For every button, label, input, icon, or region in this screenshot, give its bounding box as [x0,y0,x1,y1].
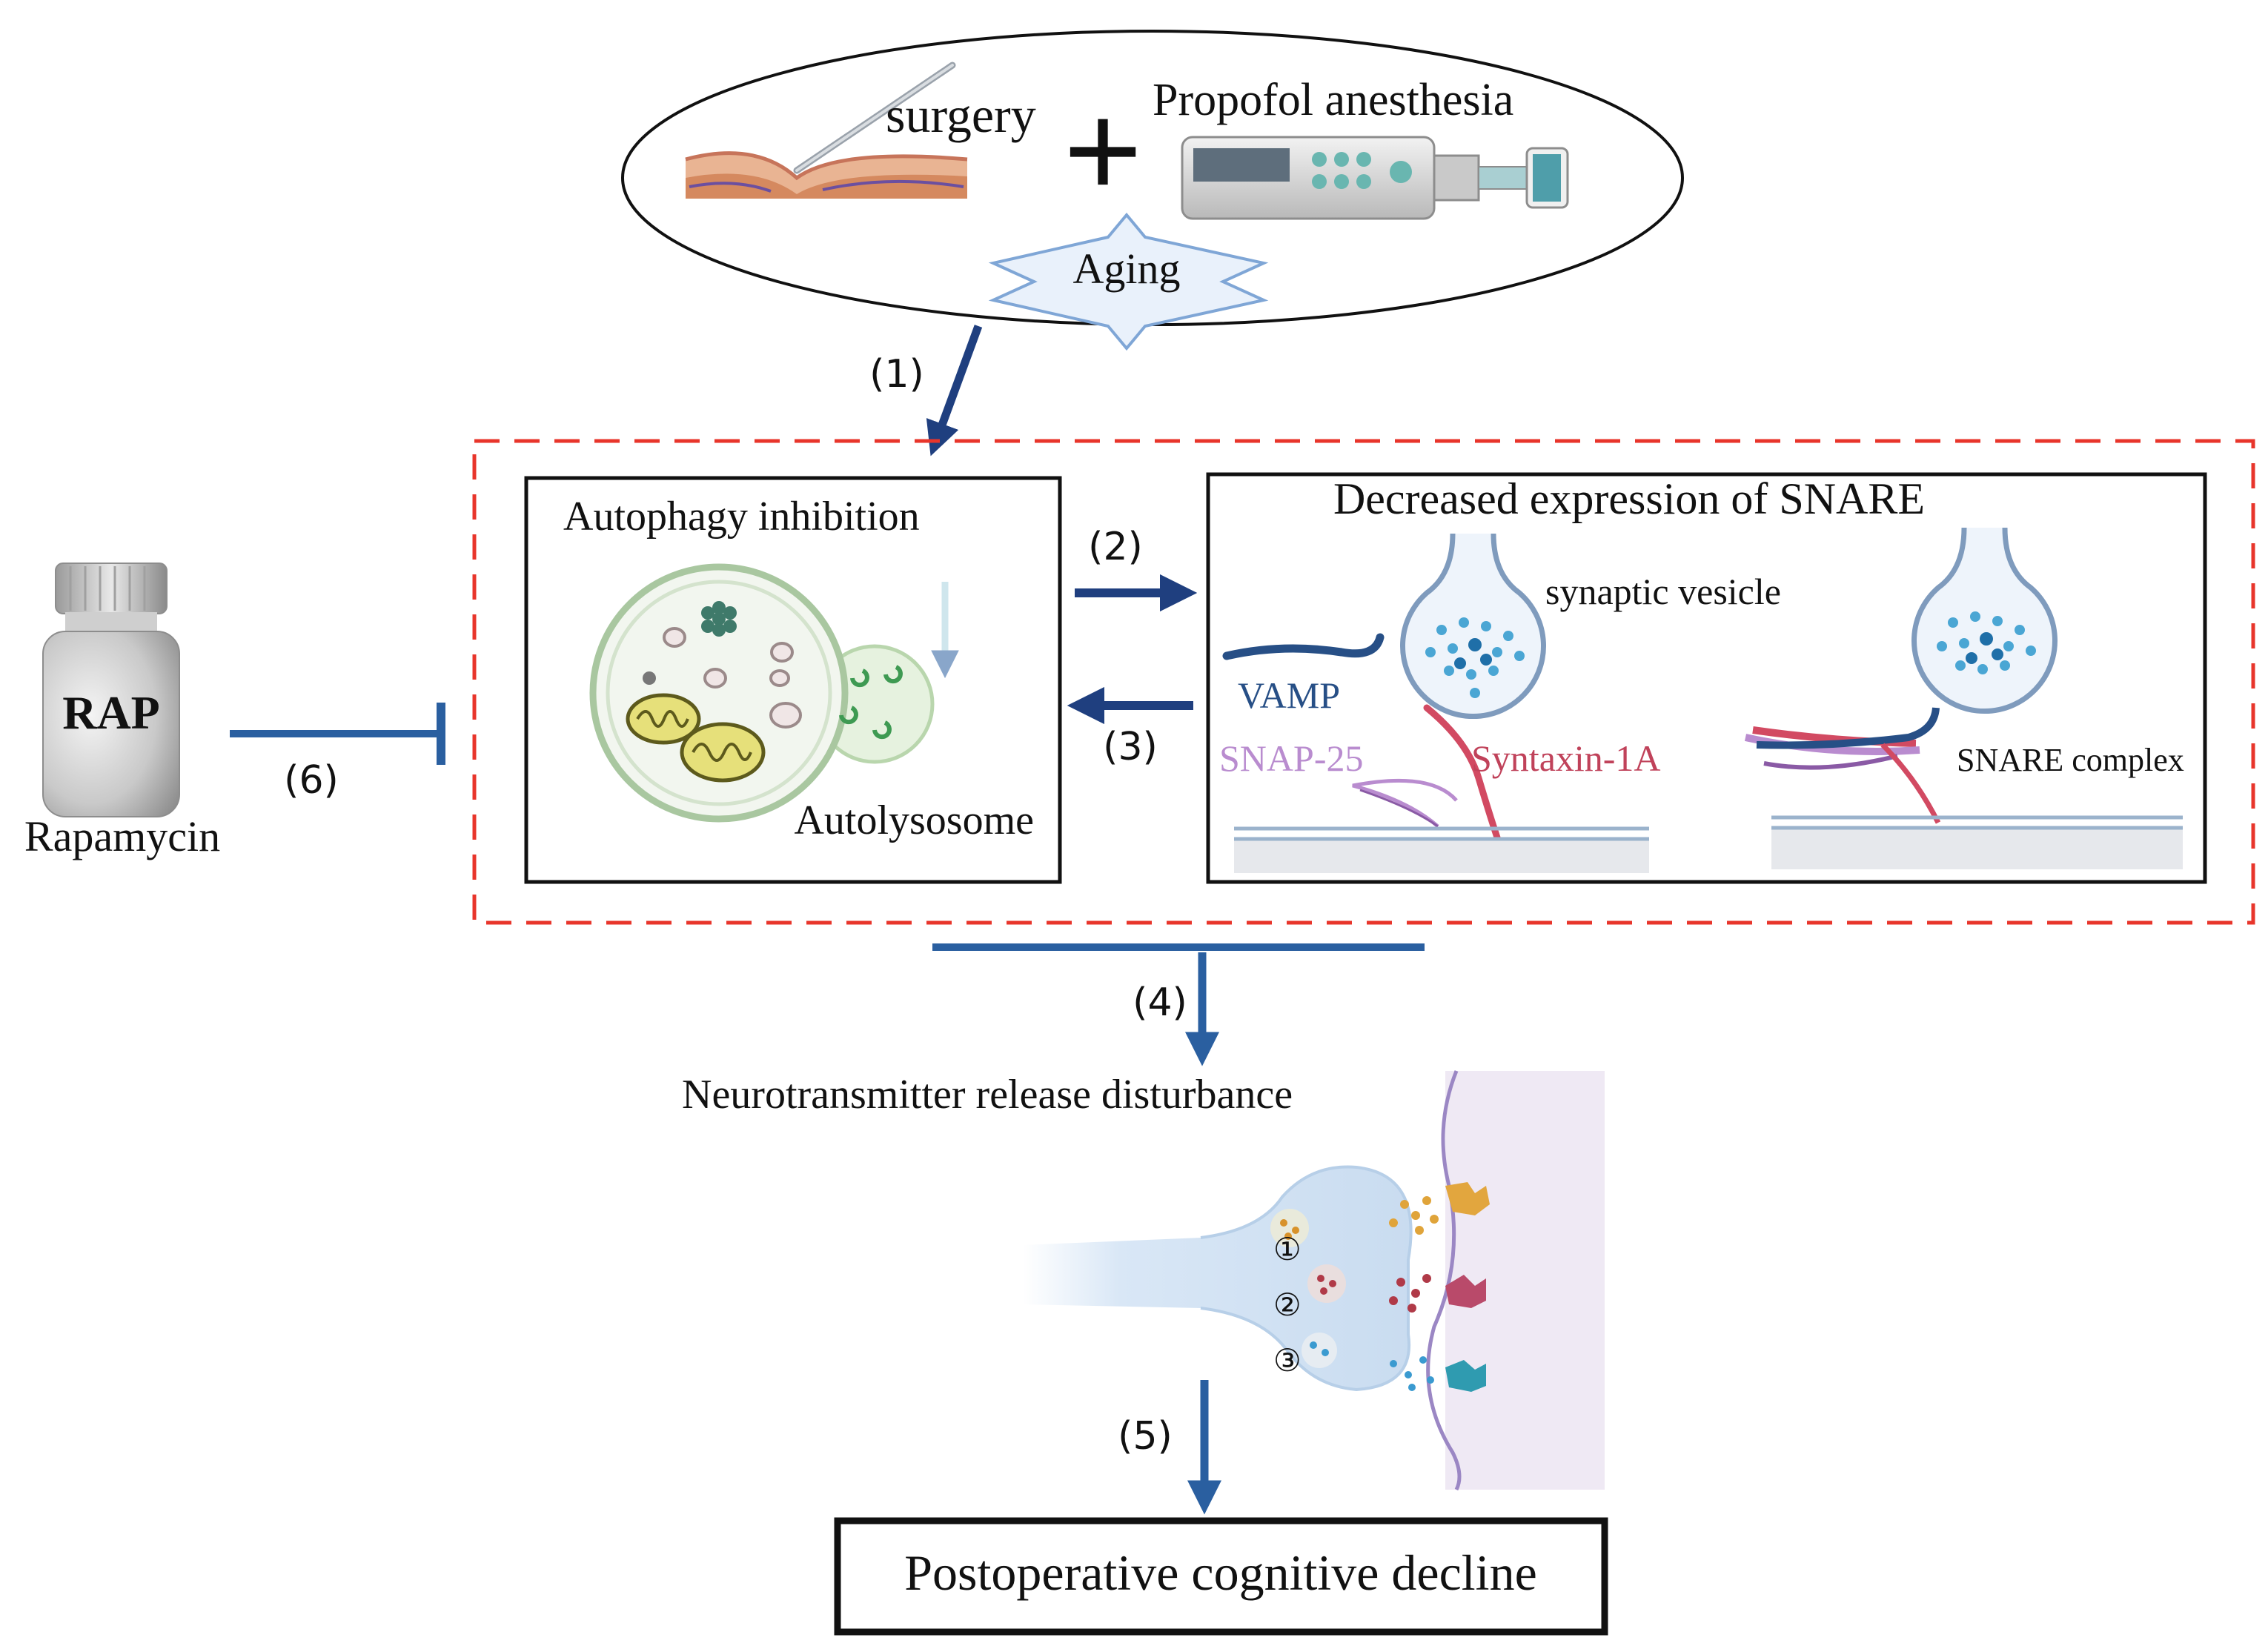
synaptic-vesicle-left [1400,533,1546,719]
step-2-label: (2) [1088,525,1143,569]
rap-bottle-label: RAP [62,686,160,739]
autolysosome-label: Autolysosome [794,797,1034,843]
synaptic-vesicle-right [1911,527,2058,714]
vesicle-markers: ① ② ③ [1273,1233,1302,1378]
aging-star-shape [988,212,1269,351]
surgery-illustration [685,62,968,199]
vamp-label: VAMP [1238,674,1340,716]
outcome-label: Postoperative cognitive decline [904,1545,1537,1601]
autophagy-title: Autophagy inhibition [563,494,920,540]
input-factors-group: surgery + Propofol anesthesia Aging [621,30,1684,351]
vesicle-marker-2: ② [1273,1289,1302,1323]
surgery-label: surgery [886,87,1036,143]
plus-sign: + [1063,74,1143,230]
membrane-left [1234,837,1649,873]
membrane-right [1771,826,2183,869]
neurotransmitter-title: Neurotransmitter release disturbance [682,1072,1293,1118]
step-5-label: (5) [1118,1414,1173,1459]
vesicle-marker-3: ③ [1273,1344,1302,1378]
syntaxin-protein [1423,704,1501,841]
step-4-label: (4) [1133,981,1187,1025]
rapamycin-bottle [42,563,180,817]
syringe-pump-illustration [1181,136,1569,220]
inhibition-step-6 [230,703,445,765]
rapamycin-label: Rapamycin [24,812,220,860]
snap25-protein [1352,778,1458,828]
autophagy-panel: Autophagy inhibition [524,476,1062,884]
snap25-label: SNAP-25 [1219,737,1363,779]
synaptic-vesicle-label: synaptic vesicle [1545,571,1781,612]
aging-label: Aging [1073,245,1181,293]
snare-title: Decreased expression of SNARE [1333,474,1925,523]
arrow-step-1 [926,325,983,457]
snare-complex-illustration [1744,707,1941,824]
step-6-label: (6) [284,758,339,803]
synapse-illustration [1023,1070,1605,1491]
autolysosome-illustration [589,563,959,823]
outcome-box [834,1517,1608,1636]
propofol-label: Propofol anesthesia [1153,75,1513,125]
step-3-label: (3) [1103,725,1158,769]
step-1-label: (1) [869,352,924,397]
vamp-protein [1222,633,1385,660]
snare-panel: Decreased expression of SNARE synaptic v… [1206,472,2207,884]
vesicle-marker-1: ① [1273,1233,1302,1267]
mechanism-dashed-region [472,439,2255,925]
syntaxin-label: Syntaxin-1A [1471,737,1661,779]
snare-complex-label: SNARE complex [1957,742,2184,778]
